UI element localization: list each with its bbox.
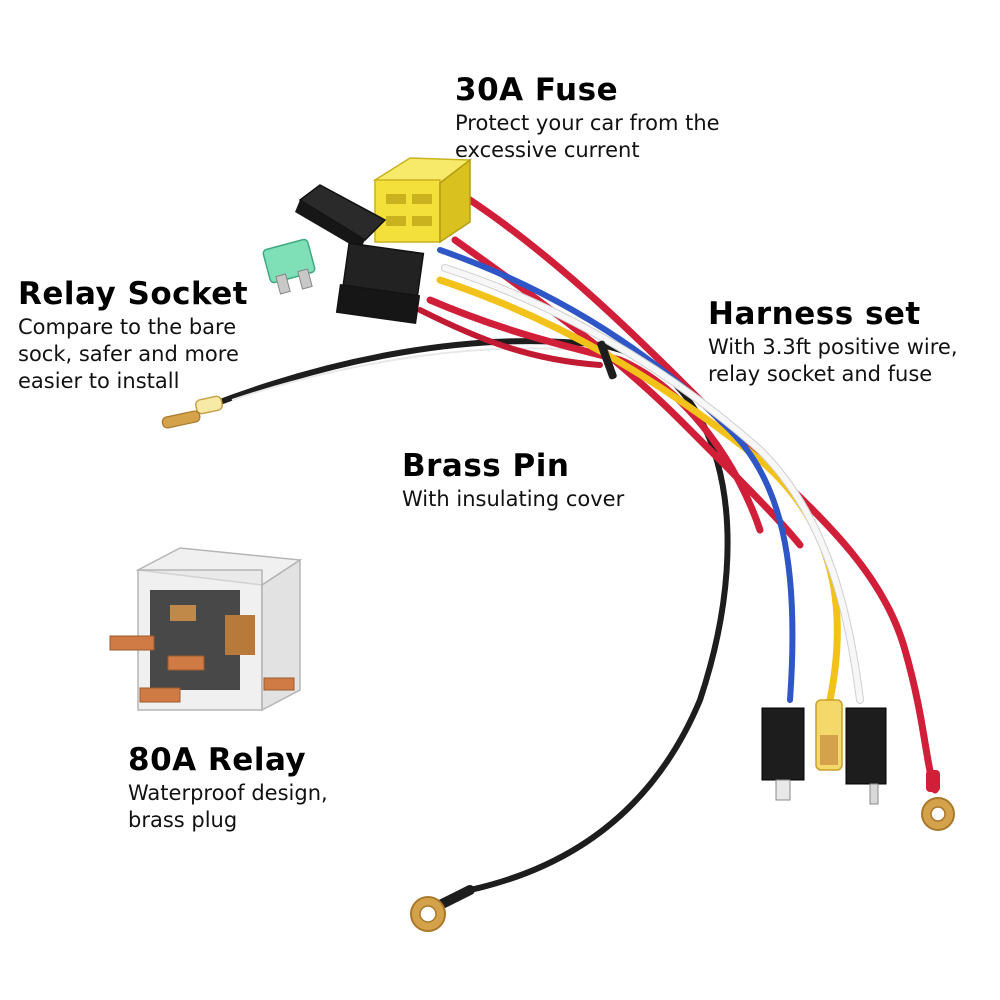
fuse-holder bbox=[295, 184, 425, 324]
blade-fuse bbox=[262, 238, 316, 295]
connector-yellow-spade bbox=[815, 699, 843, 771]
callout-title: Brass Pin bbox=[402, 448, 570, 484]
callout-30a-fuse: 30A Fuse Protect your car from the exces… bbox=[455, 72, 720, 164]
black-positive-wire bbox=[210, 336, 733, 895]
harness-wires bbox=[417, 196, 939, 794]
brass-pin bbox=[161, 395, 223, 429]
callout-brass-pin: Brass Pin With insulating cover bbox=[402, 448, 624, 513]
connector-blue-terminal bbox=[761, 707, 805, 801]
callout-title: Relay Socket bbox=[18, 276, 249, 312]
ring-terminal-red bbox=[921, 770, 955, 831]
callout-body: Waterproof design, brass plug bbox=[128, 781, 328, 832]
cable-tie bbox=[597, 340, 617, 380]
callout-body: With insulating cover bbox=[402, 487, 625, 511]
connector-white-terminal bbox=[845, 707, 887, 805]
relay-80a bbox=[109, 547, 303, 712]
callout-body: Compare to the bare sock, safer and more… bbox=[18, 315, 239, 393]
callout-harness-set: Harness set With 3.3ft positive wire, re… bbox=[708, 296, 958, 388]
callout-80a-relay: 80A Relay Waterproof design, brass plug bbox=[128, 742, 328, 834]
yellow-relay-socket bbox=[372, 157, 473, 244]
ring-terminal-black bbox=[410, 885, 475, 932]
callout-body: Protect your car from the excessive curr… bbox=[455, 111, 720, 162]
callout-relay-socket: Relay Socket Compare to the bare sock, s… bbox=[18, 276, 248, 395]
callout-title: Harness set bbox=[708, 296, 921, 332]
callout-title: 80A Relay bbox=[128, 742, 307, 778]
callout-body: With 3.3ft positive wire, relay socket a… bbox=[708, 335, 958, 386]
callout-title: 30A Fuse bbox=[455, 72, 619, 108]
